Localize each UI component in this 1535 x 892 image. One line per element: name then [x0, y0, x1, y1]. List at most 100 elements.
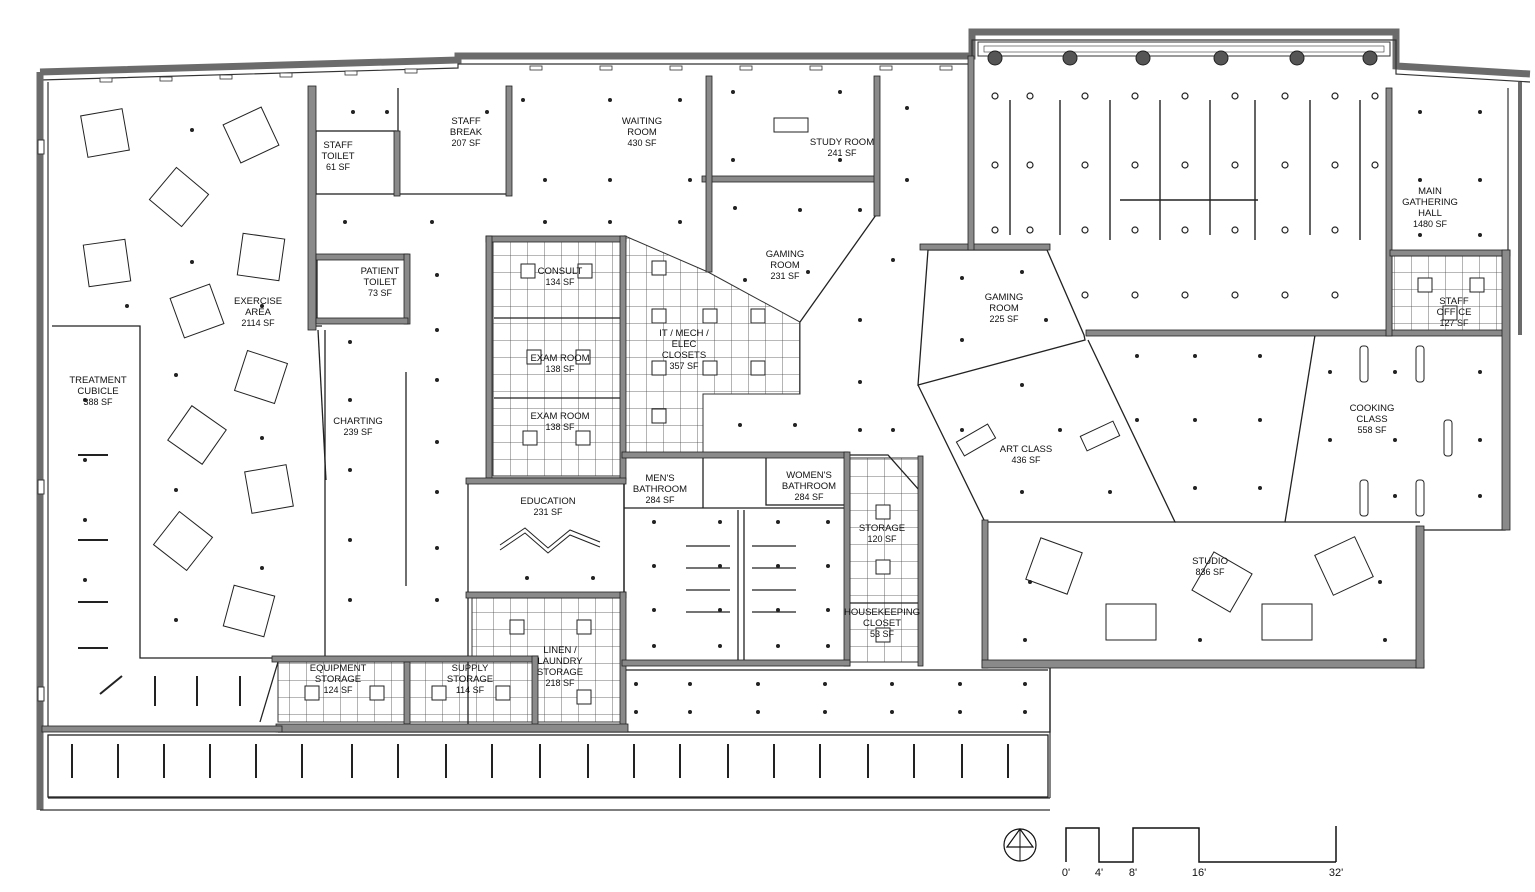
exercise-area-size: 2114 SF	[241, 318, 275, 328]
tile-fixtures	[304, 260, 1485, 705]
scale-tick-0: 0'	[1062, 867, 1070, 879]
tiled-zones	[277, 235, 1509, 723]
window-markers	[37, 139, 45, 702]
main-gathering-name-1: MAIN	[1418, 186, 1442, 197]
exercise-area-name-1: EXERCISE	[234, 296, 282, 307]
label-supply-storage: SUPPLY STORAGE 114 SF	[447, 663, 493, 695]
linen-laundry-name-2: LAUNDRY	[537, 656, 583, 667]
charting-size: 239 SF	[343, 427, 373, 437]
exam-room-1-name: EXAM ROOM	[530, 353, 589, 364]
main-gathering-name-3: HALL	[1418, 208, 1442, 219]
equipment-storage-name-1: EQUIPMENT	[310, 663, 367, 674]
label-exam-room-1: EXAM ROOM 138 SF	[530, 353, 589, 374]
label-womens-bathroom: WOMEN'S BATHROOM 284 SF	[782, 470, 836, 502]
gaming-room-2-size: 225 SF	[989, 314, 1019, 324]
mens-bathroom-size: 284 SF	[645, 495, 675, 505]
gaming-room-2-name-1: GAMING	[985, 292, 1024, 303]
womens-bathroom-size: 284 SF	[794, 492, 824, 502]
staff-break-name-1: STAFF	[451, 116, 481, 127]
label-it-mech-elec: IT / MECH / ELEC CLOSETS 357 SF	[659, 328, 709, 371]
staff-toilet-size: 61 SF	[326, 162, 351, 172]
main-gathering-name-2: GATHERING	[1402, 197, 1458, 208]
scale-tick-4: 4'	[1095, 867, 1103, 879]
study-room-size: 241 SF	[827, 148, 857, 158]
staff-office-name-2: OFFICE	[1437, 307, 1472, 318]
main-hall-lights	[991, 92, 1379, 299]
label-staff-office: STAFF OFFICE 127 SF	[1437, 296, 1472, 328]
gaming-room-2-name-2: ROOM	[989, 303, 1019, 314]
scale-tick-32: 32'	[1329, 867, 1343, 879]
housekeeping-name-2: CLOSET	[863, 618, 901, 629]
it-mech-size: 357 SF	[669, 361, 699, 371]
it-mech-name-3: CLOSETS	[662, 350, 706, 361]
top-window-slots	[99, 65, 953, 83]
label-consult: CONSULT 134 SF	[538, 266, 583, 287]
it-mech-name-1: IT / MECH /	[659, 328, 709, 339]
studio-equipment	[499, 117, 1453, 641]
exercise-equipment	[80, 106, 294, 638]
main-gathering-size: 1480 SF	[1413, 219, 1448, 229]
mens-bathroom-name-1: MEN'S	[645, 473, 674, 484]
exam-room-1-size: 138 SF	[545, 364, 575, 374]
exterior-walls	[36, 28, 1531, 811]
patient-toilet-name-2: TOILET	[363, 277, 396, 288]
supply-storage-size: 114 SF	[456, 685, 485, 695]
treatment-cubicle-size: 388 SF	[83, 397, 113, 407]
scale-tick-16: 16'	[1192, 867, 1206, 879]
housekeeping-name-1: HOUSEKEEPING	[844, 607, 920, 618]
label-studio: STUDIO 836 SF	[1192, 556, 1228, 577]
label-main-gathering: MAIN GATHERING HALL 1480 SF	[1402, 186, 1458, 229]
label-housekeeping: HOUSEKEEPING CLOSET 53 SF	[844, 607, 920, 639]
art-class-name: ART CLASS	[1000, 444, 1052, 455]
label-gaming-room-2: GAMING ROOM 225 SF	[985, 292, 1024, 324]
equipment-storage-name-2: STORAGE	[315, 674, 361, 685]
label-storage: STORAGE 120 SF	[859, 523, 905, 544]
label-mens-bathroom: MEN'S BATHROOM 284 SF	[633, 473, 687, 505]
education-name: EDUCATION	[520, 496, 575, 507]
womens-bathroom-name-2: BATHROOM	[782, 481, 836, 492]
patient-toilet-name-1: PATIENT	[361, 266, 400, 277]
cooking-class-name-2: CLASS	[1356, 414, 1387, 425]
gaming-room-1-size: 231 SF	[770, 271, 800, 281]
studio-name: STUDIO	[1192, 556, 1228, 567]
mens-bathroom-name-2: BATHROOM	[633, 484, 687, 495]
main-hall-grid	[1009, 100, 1361, 240]
label-exercise-area: EXERCISE AREA 2114 SF	[234, 296, 282, 328]
exam-room-2-size: 138 SF	[545, 422, 575, 432]
linen-laundry-name-3: STORAGE	[537, 667, 583, 678]
staff-break-size: 207 SF	[451, 138, 481, 148]
label-charting: CHARTING 239 SF	[333, 416, 382, 437]
corridor-lockers	[71, 454, 1009, 778]
label-linen-laundry: LINEN / LAUNDRY STORAGE 218 SF	[537, 645, 583, 688]
waiting-room-name-2: ROOM	[627, 127, 657, 138]
staff-toilet-name-1: STAFF	[323, 140, 353, 151]
gaming-room-1-name-2: ROOM	[770, 260, 800, 271]
womens-bathroom-name-1: WOMEN'S	[786, 470, 832, 481]
interior-walls	[46, 76, 1508, 798]
label-treatment-cubicle: TREATMENT CUBICLE 388 SF	[69, 375, 127, 407]
exercise-area-name-2: AREA	[245, 307, 272, 318]
scale-tick-8: 8'	[1129, 867, 1137, 879]
label-patient-toilet: PATIENT TOILET 73 SF	[361, 266, 400, 298]
label-waiting-room: WAITING ROOM 430 SF	[622, 116, 662, 148]
education-size: 231 SF	[533, 507, 563, 517]
toilet-partitions	[686, 545, 796, 613]
heavy-walls	[41, 55, 1511, 733]
linen-laundry-name-1: LINEN /	[543, 645, 577, 656]
waiting-room-size: 430 SF	[627, 138, 657, 148]
gaming-room-1-name-1: GAMING	[766, 249, 805, 260]
storage-size: 120 SF	[867, 534, 897, 544]
cooking-class-name-1: COOKING	[1350, 403, 1395, 414]
label-gaming-room-1: GAMING ROOM 231 SF	[766, 249, 805, 281]
charting-name: CHARTING	[333, 416, 382, 427]
label-staff-break: STAFF BREAK 207 SF	[450, 116, 483, 148]
staff-office-name-1: STAFF	[1439, 296, 1469, 307]
linen-laundry-size: 218 SF	[545, 678, 575, 688]
label-education: EDUCATION 231 SF	[520, 496, 575, 517]
supply-storage-name-2: STORAGE	[447, 674, 493, 685]
parapet-ornaments	[987, 50, 1378, 66]
label-art-class: ART CLASS 436 SF	[1000, 444, 1052, 465]
it-mech-name-2: ELEC	[672, 339, 697, 350]
treatment-cubicle-name-2: CUBICLE	[77, 386, 118, 397]
